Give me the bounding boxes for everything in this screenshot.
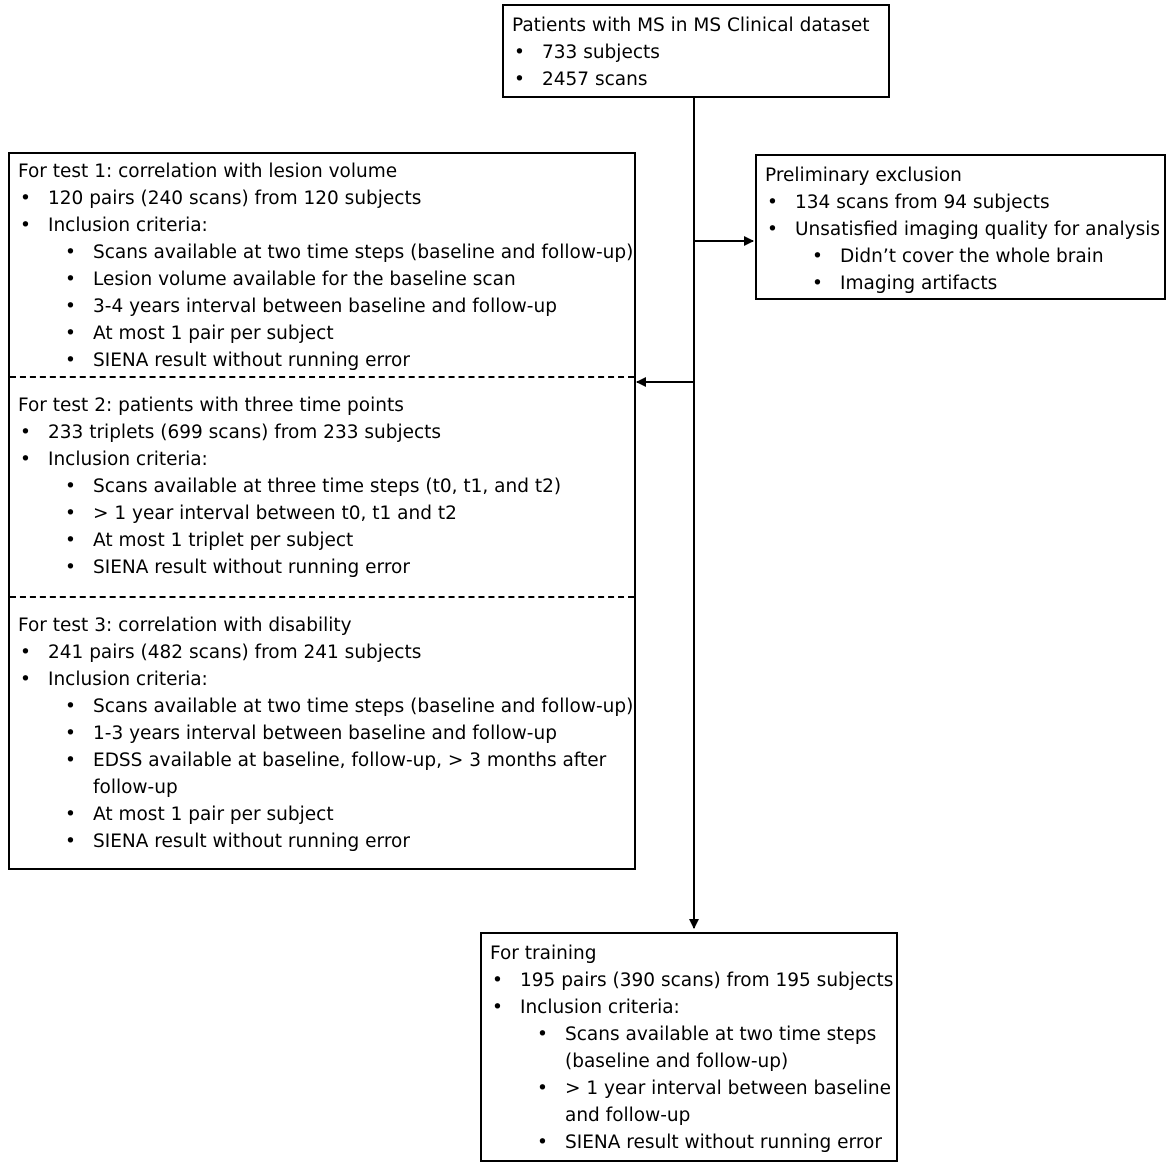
test1-criteria-label: Inclusion criteria: bbox=[18, 212, 626, 239]
test2-summary: 233 triplets (699 scans) from 233 subjec… bbox=[18, 419, 626, 446]
exclusion-box: Preliminary exclusion 134 scans from 94 … bbox=[755, 154, 1166, 300]
test1-criterion: 3-4 years interval between baseline and … bbox=[18, 293, 626, 320]
test2-criterion: At most 1 triplet per subject bbox=[18, 527, 626, 554]
training-criterion-continuation: and follow-up bbox=[565, 1105, 691, 1126]
test2-title: For test 2: patients with three time poi… bbox=[18, 395, 404, 416]
training-summary: 195 pairs (390 scans) from 195 subjects bbox=[490, 967, 893, 994]
test3-criteria-label: Inclusion criteria: bbox=[18, 666, 626, 693]
test3-criterion: EDSS available at baseline, follow-up, >… bbox=[18, 747, 626, 774]
test1-criterion: At most 1 pair per subject bbox=[18, 320, 626, 347]
section-divider bbox=[10, 596, 634, 598]
test1-criterion: Scans available at two time steps (basel… bbox=[18, 239, 633, 266]
test3-criterion: Scans available at two time steps (basel… bbox=[18, 693, 633, 720]
test3-section: For test 3: correlation with disability … bbox=[10, 598, 634, 859]
exclusion-subitem: Imaging artifacts bbox=[765, 270, 1156, 297]
test1-criterion: SIENA result without running error bbox=[18, 347, 626, 374]
exclusion-subitem: Didn’t cover the whole brain bbox=[765, 243, 1156, 270]
exclusion-title: Preliminary exclusion bbox=[765, 165, 962, 186]
test2-section: For test 2: patients with three time poi… bbox=[10, 378, 634, 596]
test3-criterion: SIENA result without running error bbox=[18, 828, 626, 855]
test2-criterion: Scans available at three time steps (t0,… bbox=[18, 473, 626, 500]
training-box: For training 195 pairs (390 scans) from … bbox=[480, 932, 898, 1162]
dataset-item: 733 subjects bbox=[512, 39, 880, 66]
tests-box: For test 1: correlation with lesion volu… bbox=[8, 152, 636, 870]
training-title: For training bbox=[490, 943, 597, 964]
test3-criterion: At most 1 pair per subject bbox=[18, 801, 626, 828]
dataset-item: 2457 scans bbox=[512, 66, 880, 93]
test2-criterion: > 1 year interval between t0, t1 and t2 bbox=[18, 500, 626, 527]
test2-criterion: SIENA result without running error bbox=[18, 554, 626, 581]
training-criterion: SIENA result without running error bbox=[490, 1129, 888, 1156]
training-criterion-continuation: (baseline and follow-up) bbox=[565, 1051, 789, 1072]
exclusion-item: Unsatisfied imaging quality for analysis bbox=[765, 216, 1160, 243]
test3-criterion: 1-3 years interval between baseline and … bbox=[18, 720, 626, 747]
test1-section: For test 1: correlation with lesion volu… bbox=[10, 154, 634, 376]
test1-summary: 120 pairs (240 scans) from 120 subjects bbox=[18, 185, 626, 212]
training-criterion: > 1 year interval between baseline bbox=[490, 1075, 891, 1102]
test3-criterion-continuation: follow-up bbox=[93, 777, 178, 798]
test1-criterion: Lesion volume available for the baseline… bbox=[18, 266, 626, 293]
test3-title: For test 3: correlation with disability bbox=[18, 615, 352, 636]
training-criterion: Scans available at two time steps bbox=[490, 1021, 888, 1048]
test3-summary: 241 pairs (482 scans) from 241 subjects bbox=[18, 639, 626, 666]
exclusion-item: 134 scans from 94 subjects bbox=[765, 189, 1156, 216]
dataset-box: Patients with MS in MS Clinical dataset … bbox=[502, 4, 890, 98]
dataset-title: Patients with MS in MS Clinical dataset bbox=[512, 15, 870, 36]
test2-criteria-label: Inclusion criteria: bbox=[18, 446, 626, 473]
test1-title: For test 1: correlation with lesion volu… bbox=[18, 161, 398, 182]
section-divider bbox=[10, 376, 634, 378]
training-criteria-label: Inclusion criteria: bbox=[490, 994, 888, 1021]
